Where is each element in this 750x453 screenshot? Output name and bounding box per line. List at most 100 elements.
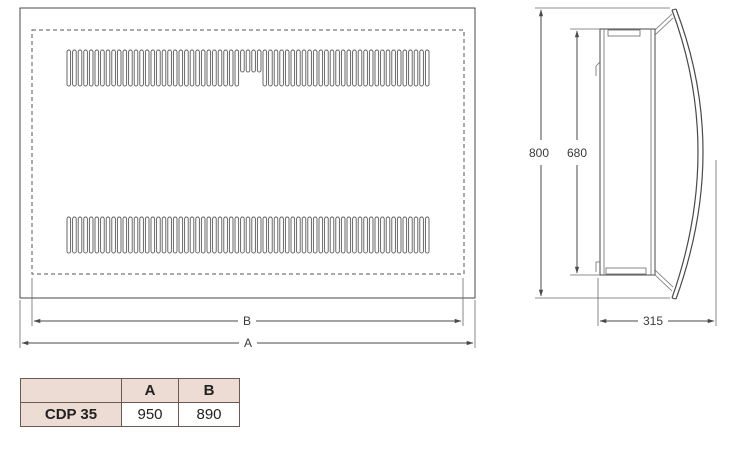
vent-slot — [195, 49, 200, 87]
vent-slot — [223, 216, 228, 254]
vent-slot — [290, 216, 296, 254]
table-row: CDP 35 950 890 — [20, 402, 240, 427]
vent-slot — [240, 49, 245, 73]
vent-slot — [419, 216, 424, 254]
vent-slot — [189, 49, 195, 87]
vent-slot — [94, 49, 100, 87]
vent-slot — [268, 216, 273, 254]
vent-slot — [116, 49, 122, 87]
vent-slot — [245, 49, 251, 73]
vent-slot — [184, 216, 189, 254]
vent-slot — [240, 216, 245, 254]
model-name: CDP 35 — [20, 402, 122, 427]
header-b: B — [178, 378, 240, 403]
vent-slot — [340, 216, 346, 254]
vent-slot — [161, 216, 167, 254]
vent-slot — [200, 216, 206, 254]
vent-slot — [273, 49, 279, 87]
vent-slot — [234, 216, 240, 254]
value-b: 890 — [178, 402, 240, 427]
vent-slot — [402, 216, 408, 254]
vent-slot — [352, 216, 357, 254]
vent-slot — [329, 49, 335, 87]
vent-slot — [335, 49, 340, 87]
vent-slot — [83, 216, 88, 254]
vent-slot — [380, 49, 385, 87]
vent-slot — [352, 49, 357, 87]
upper-vent-slots — [66, 49, 430, 87]
vent-slot — [374, 216, 380, 254]
vent-slot — [262, 216, 268, 254]
vent-slot — [172, 216, 178, 254]
vent-slot — [116, 216, 122, 254]
vent-slot — [380, 216, 385, 254]
inner-dashed-outline — [31, 29, 465, 275]
dimension-680-label: 680 — [567, 146, 587, 160]
vent-slot — [312, 216, 318, 254]
vent-slot — [167, 49, 172, 87]
top-bracket — [607, 29, 641, 37]
vent-slot — [72, 216, 77, 254]
vent-slot — [251, 216, 256, 254]
vent-slot — [256, 49, 262, 73]
vent-slot — [357, 216, 363, 254]
vent-slot — [396, 216, 402, 254]
vent-slot — [296, 49, 301, 87]
vent-slot — [105, 49, 111, 87]
vent-slot — [396, 49, 402, 87]
vent-slot — [88, 216, 94, 254]
vent-slot — [212, 216, 217, 254]
vent-slot — [217, 49, 223, 87]
dimension-800-label: 800 — [529, 146, 549, 160]
table-header-row: A B — [20, 378, 240, 403]
vent-slot — [105, 216, 111, 254]
vent-slot — [100, 216, 105, 254]
vent-slot — [212, 49, 217, 87]
vent-slot — [77, 216, 83, 254]
vent-slot — [307, 49, 312, 87]
vent-slot — [150, 49, 156, 87]
dimension-800: 800 — [529, 7, 670, 299]
vent-slot — [279, 49, 284, 87]
vent-slot — [312, 49, 318, 87]
vent-slot — [228, 216, 234, 254]
vent-slot — [150, 216, 156, 254]
vent-slot — [413, 49, 419, 87]
bottom-bracket — [605, 267, 647, 275]
vent-slot — [318, 49, 324, 87]
vent-slot — [318, 216, 324, 254]
dimension-b-label: B — [243, 314, 251, 328]
vent-slot — [66, 216, 72, 254]
side-view — [595, 8, 704, 300]
vent-slot — [346, 216, 352, 254]
lower-vent-slots — [66, 216, 430, 254]
front-panel-outline — [19, 7, 476, 299]
vent-slot — [94, 216, 100, 254]
vent-slot — [279, 216, 284, 254]
vent-slot — [184, 49, 189, 87]
vent-slot — [161, 49, 167, 87]
header-a: A — [121, 378, 179, 403]
vent-slot — [178, 216, 184, 254]
vent-slot — [200, 49, 206, 87]
vent-slot — [206, 49, 212, 87]
vent-slot — [268, 49, 273, 87]
vent-slot — [189, 216, 195, 254]
vent-slot — [363, 216, 368, 254]
vent-slot — [88, 49, 94, 87]
vent-slot — [324, 49, 329, 87]
vent-slot — [144, 49, 150, 87]
vent-slot — [284, 216, 290, 254]
dimension-b: B — [31, 278, 464, 328]
vent-slot — [128, 49, 133, 87]
vent-slot — [296, 216, 301, 254]
vent-slot — [223, 49, 228, 87]
dimension-a: A — [19, 300, 476, 350]
vent-slot — [66, 49, 72, 87]
vent-slot — [83, 49, 88, 87]
dimensions-table: A B CDP 35 950 890 — [20, 378, 240, 427]
dimension-680: 680 — [567, 28, 600, 276]
vent-slot — [273, 216, 279, 254]
vent-slot — [128, 216, 133, 254]
